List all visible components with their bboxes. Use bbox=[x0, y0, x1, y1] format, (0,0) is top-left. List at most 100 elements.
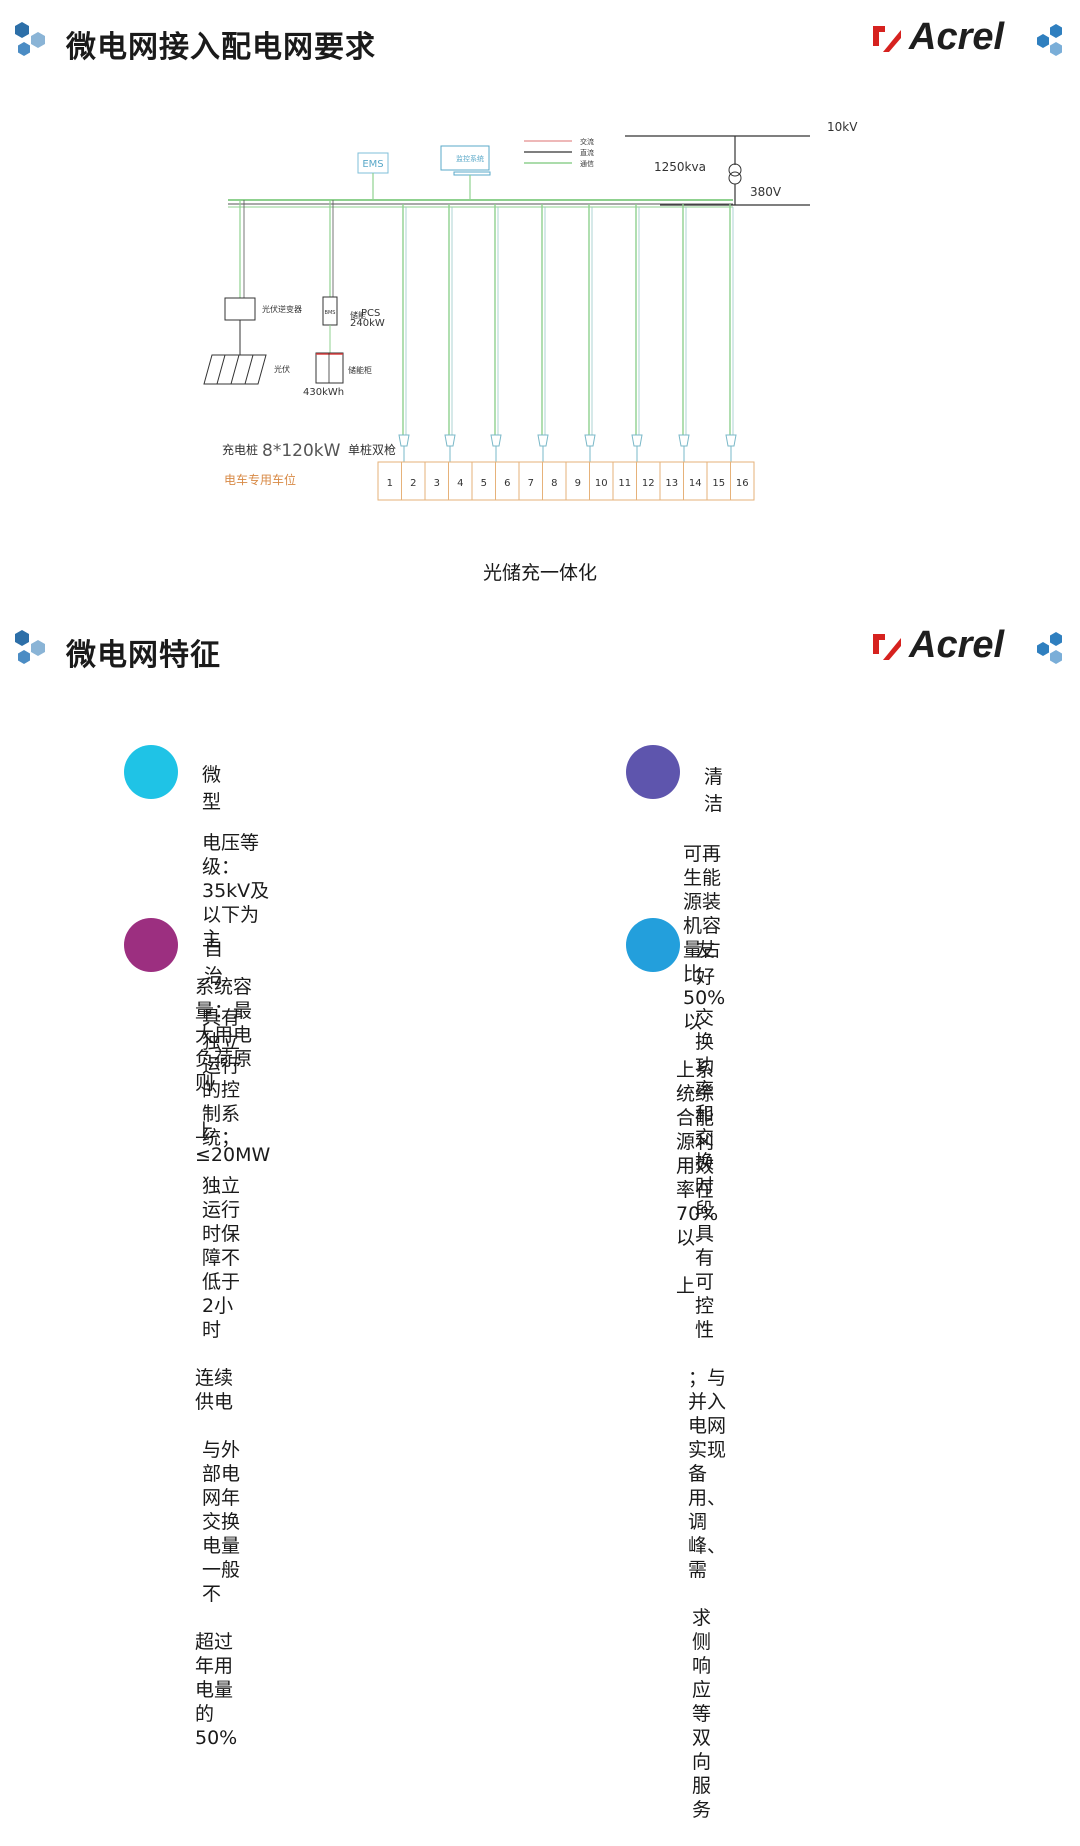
feature-micro-line: 系统容量：最大用电负荷原则 bbox=[195, 976, 253, 1094]
storage-battery-label: 储能柜 bbox=[348, 365, 372, 375]
acrel-mark-icon bbox=[873, 26, 901, 52]
pv-label: 光伏 bbox=[274, 364, 290, 374]
charger-feeder bbox=[631, 204, 643, 462]
charger-prefix: 充电桩 bbox=[222, 442, 258, 457]
feature-friendly-line: ；与并入电网实现备用、调峰、需 bbox=[688, 1367, 727, 1581]
legend-comm: 通信 bbox=[580, 159, 594, 168]
charger-plug-icon bbox=[490, 434, 502, 447]
parking-slot-number: 6 bbox=[504, 478, 510, 489]
feature-micro-title: 微型 bbox=[202, 764, 222, 813]
pv-array bbox=[203, 354, 267, 385]
section-title-2: 微电网特征 bbox=[66, 638, 221, 673]
charger-spec: 8*120kW bbox=[262, 441, 341, 461]
charger-feeder bbox=[678, 204, 690, 462]
feature-friendly-dot bbox=[626, 918, 680, 972]
charger-plug-icon bbox=[678, 434, 690, 447]
voltage-low-label: 380V bbox=[750, 185, 782, 199]
hexagon-dots-icon bbox=[1037, 632, 1062, 664]
feature-autonomy-line: 超过年用电量的50% bbox=[195, 1631, 238, 1749]
charger-plug-icon bbox=[444, 434, 456, 447]
storage-pcs-prefix: 储能 bbox=[350, 310, 366, 320]
legend-dc: 直流 bbox=[580, 148, 594, 157]
parking-slot-number: 8 bbox=[551, 478, 557, 489]
feature-micro-line: 上≤20MW bbox=[195, 1120, 271, 1166]
feature-friendly-line: 交换功率和交换时段具有可控性 bbox=[695, 1007, 715, 1341]
charger-plug-icon bbox=[537, 434, 549, 447]
storage-pcs-power: 240kW bbox=[350, 318, 385, 329]
charger-plug-icon bbox=[725, 434, 737, 447]
section-header-1: 微电网接入配电网要求 Acrel bbox=[0, 8, 1080, 78]
storage-pcs-label: PCS bbox=[361, 308, 380, 319]
ems-label: EMS bbox=[362, 159, 383, 170]
parking-slot-number: 16 bbox=[736, 478, 749, 489]
transformer-coil-bottom bbox=[728, 171, 742, 185]
monitor-screen bbox=[440, 145, 490, 171]
hexagon-cluster-icon bbox=[15, 630, 45, 664]
transformer-label: 1250kva bbox=[654, 160, 706, 174]
feature-micro-line: 电压等级：35kV及以下为主 bbox=[202, 832, 270, 950]
parking-slot-number: 11 bbox=[618, 478, 631, 489]
feature-autonomy-dot bbox=[124, 918, 178, 972]
feature-clean-title: 清洁 bbox=[704, 766, 724, 815]
hexagon-cluster-icon bbox=[15, 22, 45, 56]
parking-slot-number: 5 bbox=[481, 478, 487, 489]
charger-plug-icon bbox=[584, 434, 596, 447]
charger-suffix: 单桩双枪 bbox=[348, 442, 396, 457]
acrel-logo: Acrel bbox=[871, 624, 1066, 674]
battery-box bbox=[315, 352, 344, 384]
monitor-keyboard bbox=[453, 171, 491, 176]
feature-friendly-body: 交换功率和交换时段具有可控性 ；与并入电网实现备用、调峰、需 求侧响应等双向服务 bbox=[688, 982, 726, 1846]
hexagon-dots-icon bbox=[1037, 24, 1062, 56]
legend-ac: 交流 bbox=[580, 137, 594, 146]
charger-feeder bbox=[398, 204, 410, 462]
acrel-wordmark: Acrel bbox=[909, 16, 1005, 58]
feature-autonomy-line: 独立运行时保障不低于2小时 bbox=[202, 1175, 241, 1341]
charger-feeder bbox=[537, 204, 549, 462]
charger-feeder bbox=[584, 204, 596, 462]
voltage-high-label: 10kV bbox=[827, 120, 858, 134]
parking-slot bbox=[730, 461, 755, 501]
feature-autonomy-title: 自治 bbox=[204, 938, 224, 987]
feature-friendly-title: 友好 bbox=[696, 939, 716, 988]
transformer-coil-top bbox=[728, 163, 742, 177]
charger-feeder bbox=[725, 204, 737, 462]
feature-autonomy-body: 具有独立运行的控制系统； 独立运行时保障不低于2小时 连续供电 与外部电网年交换… bbox=[195, 982, 240, 1774]
section-header-2: 微电网特征 Acrel bbox=[0, 616, 1080, 686]
monitor-label: 监控系统 bbox=[456, 154, 484, 163]
parking-slot-number: 3 bbox=[434, 478, 440, 489]
charger-feeder bbox=[444, 204, 456, 462]
parking-slot-number: 7 bbox=[528, 478, 534, 489]
parking-slot-number: 15 bbox=[712, 478, 725, 489]
feature-micro-dot bbox=[124, 745, 178, 799]
charger-plug-icon bbox=[398, 434, 410, 447]
feature-clean-dot bbox=[626, 745, 680, 799]
parking-slot-number: 1 bbox=[387, 478, 393, 489]
pv-inverter-label: 光伏逆变器 bbox=[262, 304, 302, 314]
section-title-1: 微电网接入配电网要求 bbox=[66, 30, 376, 65]
parking-slot-number: 4 bbox=[457, 478, 463, 489]
pcs-box-label: BMS bbox=[325, 310, 336, 316]
parking-slot-number: 13 bbox=[665, 478, 678, 489]
diagram-caption: 光储充一体化 bbox=[482, 562, 597, 584]
charger-feeder bbox=[490, 204, 502, 462]
feature-friendly-line: 求侧响应等双向服务 bbox=[692, 1607, 712, 1821]
acrel-wordmark: Acrel bbox=[909, 624, 1005, 666]
feature-autonomy-line: 与外部电网年交换电量一般不 bbox=[202, 1439, 241, 1605]
charger-feeders bbox=[398, 204, 737, 462]
feature-clean-line: 可再生能源装机容量占比50%以 bbox=[683, 843, 726, 1033]
acrel-logo: Acrel bbox=[871, 16, 1066, 66]
parking-slot-number: 9 bbox=[575, 478, 581, 489]
charger-plug-icon bbox=[631, 434, 643, 447]
parking-slot-number: 12 bbox=[642, 478, 655, 489]
parking-slot-number: 2 bbox=[410, 478, 416, 489]
feature-micro-body: 电压等级：35kV及以下为主 系统容量：最大用电负荷原则 上≤20MW bbox=[195, 807, 270, 1191]
acrel-mark-icon bbox=[873, 634, 901, 660]
pv-inverter-box bbox=[224, 297, 256, 321]
parking-slot-number: 10 bbox=[595, 478, 608, 489]
microgrid-diagram: 10kV 380V 1250kva EMS 监控系统 交流 直流 通信 光伏逆变… bbox=[203, 120, 858, 501]
storage-capacity: 430kWh bbox=[303, 387, 344, 398]
feature-autonomy-line: 连续供电 bbox=[195, 1367, 234, 1413]
feature-autonomy-line: 具有独立运行的控制系统； bbox=[202, 1007, 241, 1149]
parking-slot-number: 14 bbox=[689, 478, 702, 489]
